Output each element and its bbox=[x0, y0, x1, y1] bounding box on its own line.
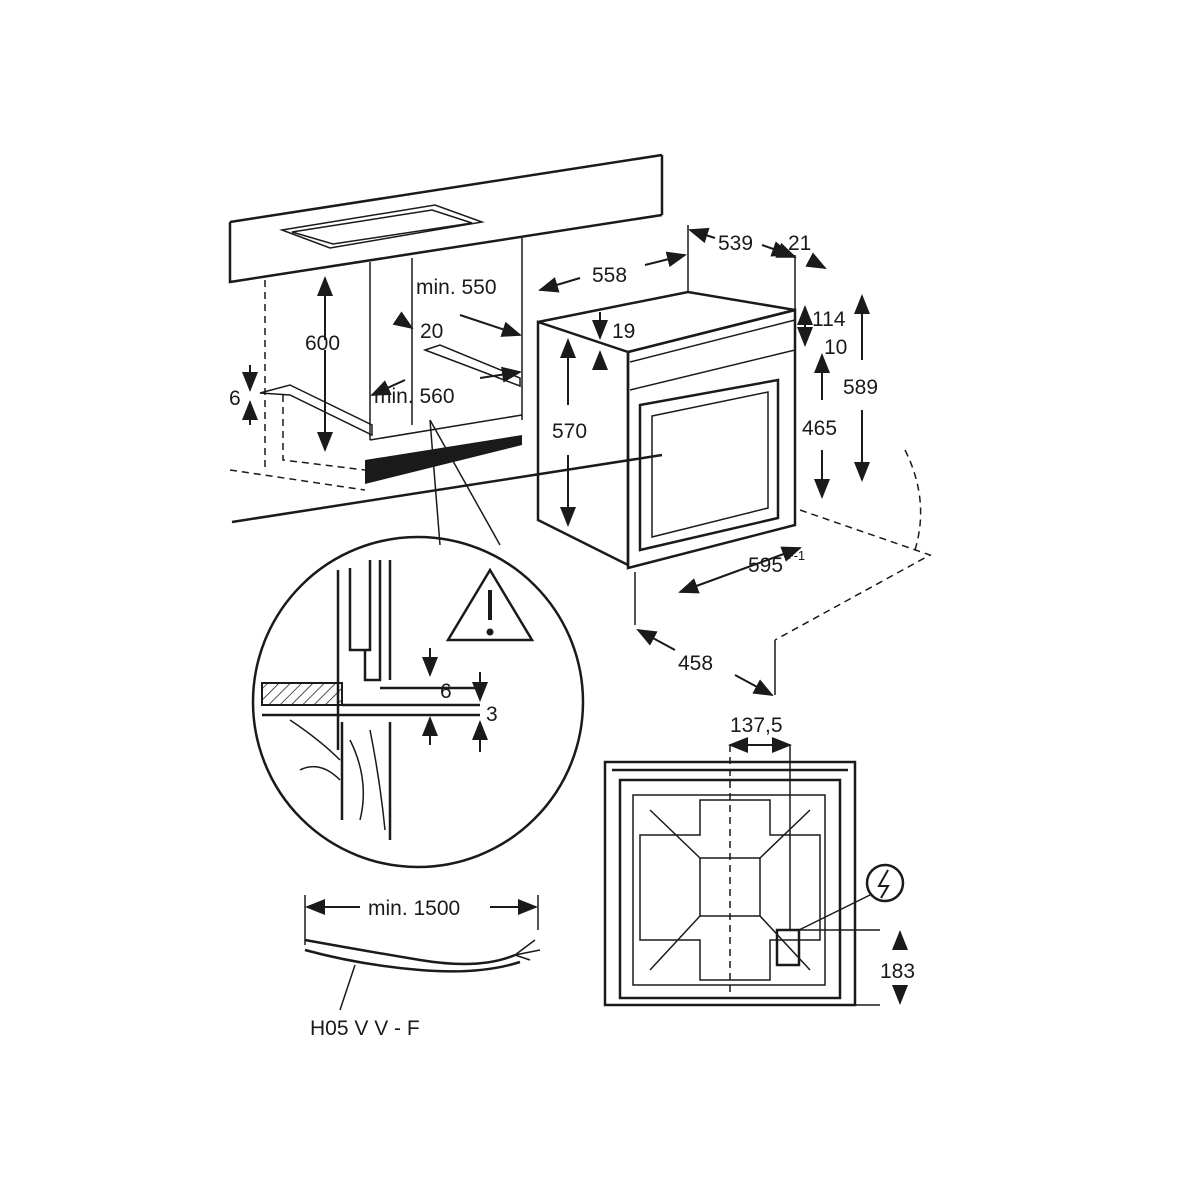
dim-137-5: 137,5 bbox=[730, 714, 783, 737]
dimension-labels: 539 21 558 min. 550 114 600 20 19 10 589… bbox=[229, 232, 915, 1040]
dim-570: 570 bbox=[552, 420, 587, 443]
oven-rear-view bbox=[603, 745, 905, 1007]
plinth bbox=[365, 435, 522, 484]
dim-21: 21 bbox=[788, 232, 811, 255]
dim-20: 20 bbox=[420, 320, 443, 343]
dim-6: 6 bbox=[229, 387, 241, 410]
detail-circle bbox=[251, 535, 585, 869]
oven-body bbox=[536, 225, 932, 695]
detail-dim-6: 6 bbox=[440, 680, 452, 703]
dim-465: 465 bbox=[802, 417, 837, 440]
dim-min-1500: min. 1500 bbox=[368, 897, 460, 920]
dim-183: 183 bbox=[880, 960, 915, 983]
dim-458: 458 bbox=[678, 652, 713, 675]
dim-595: 595 bbox=[748, 554, 783, 577]
dim-558: 558 bbox=[592, 264, 627, 287]
dim-114: 114 bbox=[812, 308, 846, 331]
warning-triangle-icon bbox=[445, 567, 535, 642]
dim-600: 600 bbox=[305, 332, 340, 355]
kitchen-cabinet bbox=[228, 153, 664, 546]
dim-595-tolerance: +-1 bbox=[786, 548, 805, 563]
dim-min-560: min. 560 bbox=[374, 385, 455, 408]
dim-min-550: min. 550 bbox=[416, 276, 497, 299]
electrical-connection-icon bbox=[865, 863, 905, 903]
dim-539: 539 bbox=[718, 232, 753, 255]
cable-type-label: H05 V V - F bbox=[310, 1017, 420, 1040]
detail-dim-3: 3 bbox=[486, 703, 498, 726]
dim-589: 589 bbox=[843, 376, 878, 399]
dimension-arrows bbox=[242, 227, 908, 1005]
power-cable bbox=[304, 895, 541, 1011]
dim-19: 19 bbox=[612, 320, 635, 343]
dim-10: 10 bbox=[824, 336, 847, 359]
